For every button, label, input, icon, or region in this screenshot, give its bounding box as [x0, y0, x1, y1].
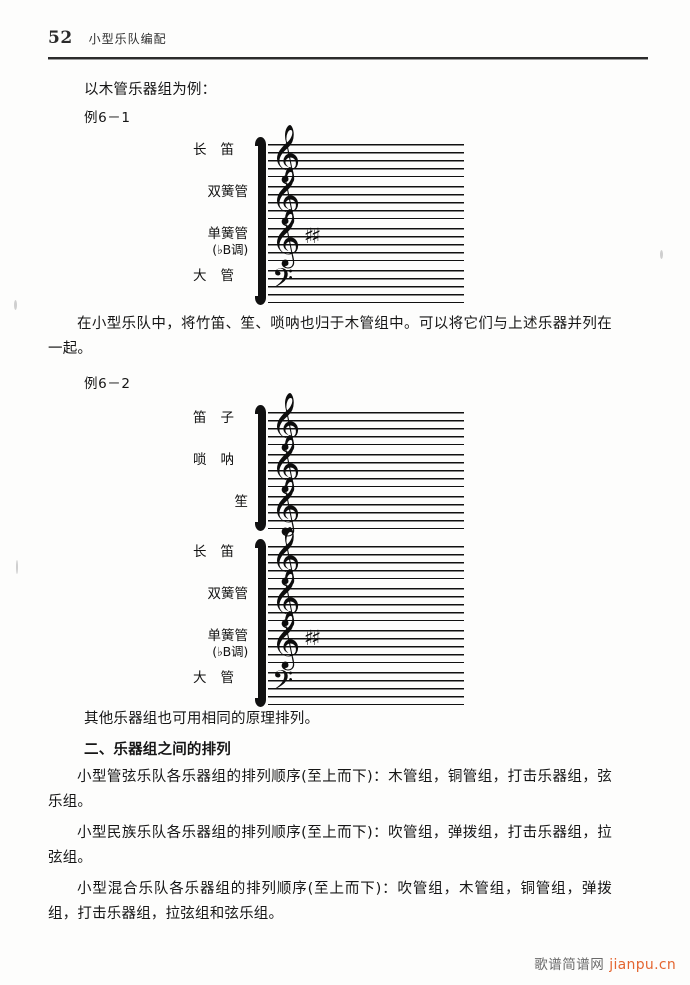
treble-clef-icon: 𝄞 — [271, 476, 301, 534]
staff-lines — [268, 546, 464, 579]
stave-bracket — [255, 539, 266, 707]
instrument-label-line2: (♭B调) — [212, 242, 248, 257]
scan-artifact — [16, 560, 18, 574]
staff-lines — [268, 270, 464, 303]
treble-clef-icon: 𝄞 — [271, 568, 301, 626]
key-signature-sharps: ♯♯ — [304, 224, 321, 248]
stave-bracket — [255, 137, 266, 305]
stave-bracket — [255, 405, 266, 531]
instrument-label: 唢呐 — [193, 452, 248, 468]
paragraph-after-example-1: 在小型乐队中，将竹笛、笙、唢呐也归于木管组中。可以将它们与上述乐器并列在一起。 — [48, 316, 612, 357]
treble-clef-icon: 𝄞 — [271, 526, 301, 584]
watermark-url: jianpu.cn — [609, 957, 676, 973]
instrument-label: 长笛 — [193, 142, 248, 158]
book-title: 小型乐队编配 — [88, 32, 167, 46]
key-signature-sharps: ♯♯ — [304, 626, 321, 650]
treble-clef-icon: 𝄞 — [271, 208, 301, 266]
staff-lines — [268, 412, 464, 445]
instrument-label-line2: (♭B调) — [212, 644, 248, 659]
treble-clef-icon: 𝄞 — [271, 434, 301, 492]
page-number: 52 — [48, 28, 73, 48]
paragraph-folk: 小型民族乐队各乐器组的排列顺序(至上而下)：吹管组，弹拨组，打击乐器组，拉弦组。 — [48, 825, 612, 866]
treble-clef-icon: 𝄞 — [271, 392, 301, 450]
treble-clef-icon: 𝄞 — [271, 124, 301, 182]
instrument-label: 双簧管 — [207, 184, 249, 200]
staff-lines — [268, 228, 464, 261]
staff-lines — [268, 496, 464, 529]
staff-lines — [268, 672, 464, 705]
staff-lines — [268, 186, 464, 219]
instrument-label: 单簧管 (♭B调) — [170, 226, 249, 258]
paragraph-after-example-2: 其他乐器组也可用相同的原理排列。 — [84, 711, 320, 727]
paragraph-mixed: 小型混合乐队各乐器组的排列顺序(至上而下)：吹管组，木管组，铜管组，弹拨组，打击… — [48, 881, 612, 922]
instrument-label: 长笛 — [193, 544, 248, 560]
staff-lines — [268, 588, 464, 621]
treble-clef-icon: 𝄞 — [271, 166, 301, 224]
instrument-label-line1: 单簧管 — [207, 628, 249, 644]
bass-clef-icon: 𝄢 — [272, 262, 294, 301]
staff-lines — [268, 454, 464, 487]
bass-clef-icon: 𝄢 — [272, 664, 294, 703]
instrument-label: 双簧管 — [207, 586, 249, 602]
instrument-label-line1: 单簧管 — [207, 226, 249, 242]
instrument-label: 单簧管 (♭B调) — [170, 628, 249, 660]
site-watermark: 歌谱简谱网 jianpu.cn — [534, 953, 676, 973]
running-head: 52 小型乐队编配 — [48, 28, 648, 48]
instrument-label: 大管 — [193, 268, 248, 284]
paragraph-orchestral: 小型管弦乐队各乐器组的排列顺序(至上而下)：木管组，铜管组，打击乐器组，弦乐组。 — [48, 769, 612, 810]
watermark-site-name: 歌谱简谱网 — [534, 957, 605, 973]
example-2-label: 例6－2 — [84, 376, 131, 392]
section-heading: 二、乐器组之间的排列 — [84, 742, 231, 758]
staff-lines — [268, 144, 464, 177]
scan-artifact — [14, 300, 17, 310]
instrument-label: 大管 — [193, 670, 248, 686]
instrument-label: 笛子 — [193, 410, 248, 426]
example-1-label: 例6－1 — [84, 110, 131, 126]
staff-lines — [268, 630, 464, 663]
header-rule — [48, 57, 648, 60]
instrument-label: 笙 — [234, 494, 249, 510]
intro-line: 以木管乐器组为例： — [84, 82, 217, 98]
scan-artifact — [660, 250, 663, 259]
treble-clef-icon: 𝄞 — [271, 610, 301, 668]
